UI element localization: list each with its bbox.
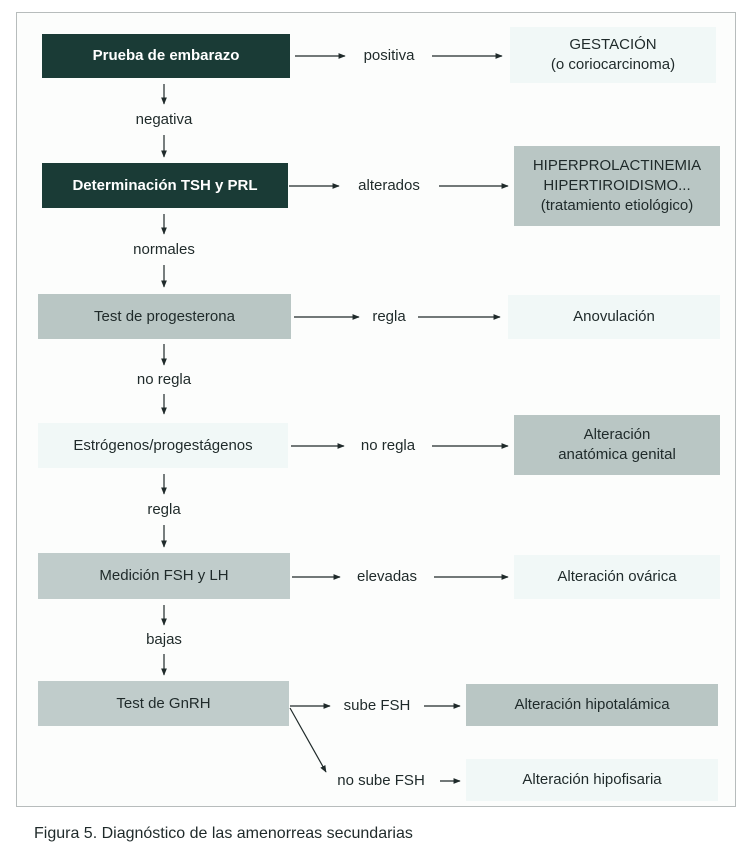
result-box-anovulacion: Anovulación: [508, 295, 720, 339]
step-label: Test de GnRH: [116, 694, 211, 712]
result-box-hiperprolactinemia: HIPERPROLACTINEMIA HIPERTIROIDISMO... (t…: [514, 146, 720, 226]
branch-label-no-sube-fsh: no sube FSH: [337, 772, 425, 789]
result-line: anatómica genital: [558, 446, 676, 463]
result-line: (tratamiento etiológico): [540, 197, 694, 214]
step-box-prueba-embarazo: Prueba de embarazo: [42, 34, 290, 78]
result-line: Alteración hipotalámica: [514, 696, 670, 713]
result-line: GESTACIÓN: [569, 36, 657, 53]
right-label-no-regla: no regla: [360, 437, 416, 454]
result-box-alteracion-ovarica: Alteración ovárica: [514, 555, 720, 599]
result-line: Anovulación: [573, 308, 655, 325]
branch-label-sube-fsh: sube FSH: [343, 697, 411, 714]
down-label-negativa: negativa: [135, 111, 193, 128]
step-label: Determinación TSH y PRL: [72, 176, 258, 194]
down-label-no-regla: no regla: [136, 371, 192, 388]
step-box-fsh-lh: Medición FSH y LH: [38, 553, 290, 599]
figure-frame: [16, 12, 736, 807]
step-label: Prueba de embarazo: [92, 47, 240, 64]
step-label: Test de progesterona: [94, 307, 235, 325]
right-label-positiva: positiva: [363, 47, 415, 64]
step-label: Medición FSH y LH: [99, 567, 229, 584]
result-box-alteracion-anatomica: Alteración anatómica genital: [514, 415, 720, 475]
result-box-gestacion: GESTACIÓN (o coriocarcinoma): [510, 27, 716, 83]
step-box-test-gnrh: Test de GnRH: [38, 681, 289, 726]
step-label: Estrógenos/progestágenos: [73, 436, 253, 454]
step-box-tsh-prl: Determinación TSH y PRL: [42, 163, 288, 208]
result-line: (o coriocarcinoma): [550, 56, 676, 73]
right-label-alterados: alterados: [358, 177, 420, 194]
figure-caption: Figura 5. Diagnóstico de las amenorreas …: [34, 825, 413, 842]
right-label-elevadas: elevadas: [356, 568, 418, 585]
step-box-test-progesterona: Test de progesterona: [38, 294, 291, 339]
step-box-estrogenos: Estrógenos/progestágenos: [38, 423, 288, 468]
down-label-regla: regla: [147, 501, 181, 518]
down-label-normales: normales: [133, 241, 195, 258]
result-line: Alteración hipofisaria: [522, 771, 662, 788]
down-label-bajas: bajas: [146, 631, 182, 648]
result-line: HIPERPROLACTINEMIA: [532, 157, 702, 174]
result-line: Alteración ovárica: [557, 568, 677, 585]
right-label-regla: regla: [372, 308, 406, 325]
result-line: Alteración: [583, 426, 651, 443]
result-box-alteracion-hipotalamica: Alteración hipotalámica: [466, 684, 718, 726]
result-line: HIPERTIROIDISMO...: [543, 177, 691, 194]
result-box-alteracion-hipofisaria: Alteración hipofisaria: [466, 759, 718, 801]
